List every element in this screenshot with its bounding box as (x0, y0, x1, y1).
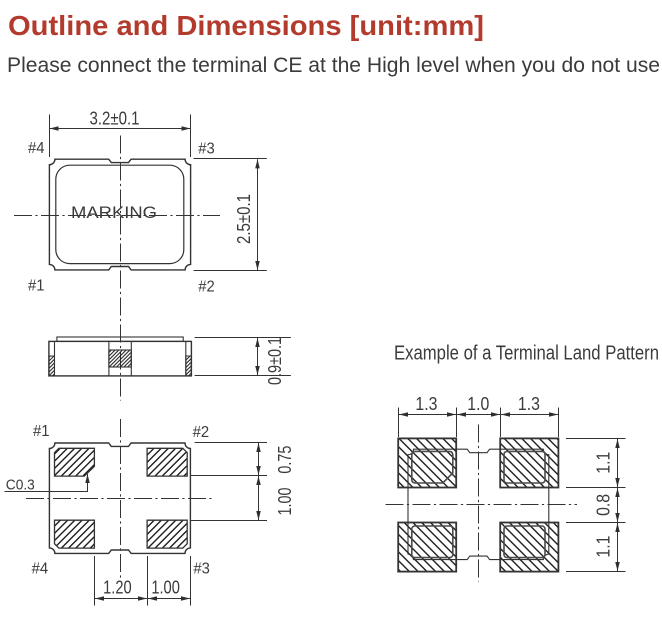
svg-text:Outline and Dimensions [unit:m: Outline and Dimensions [unit:mm] (8, 10, 484, 41)
svg-text:#3: #3 (198, 140, 215, 157)
svg-text:#4: #4 (28, 140, 45, 157)
svg-text:#3: #3 (193, 561, 210, 578)
svg-text:MARKING: MARKING (71, 204, 157, 222)
svg-text:1.00: 1.00 (151, 577, 180, 597)
svg-text:Example of a Terminal Land Pat: Example of a Terminal Land Pattern (394, 343, 659, 365)
svg-text:1.3: 1.3 (415, 394, 437, 414)
svg-text:3.2±0.1: 3.2±0.1 (90, 108, 140, 128)
svg-text:#4: #4 (32, 561, 49, 578)
svg-text:0.9±0.1: 0.9±0.1 (265, 337, 285, 385)
svg-text:C0.3: C0.3 (6, 476, 35, 493)
svg-text:#2: #2 (198, 278, 215, 295)
svg-text:1.3: 1.3 (518, 394, 540, 414)
svg-text:#2: #2 (193, 424, 210, 441)
svg-text:1.1: 1.1 (594, 452, 614, 474)
svg-text:0.75: 0.75 (275, 446, 295, 474)
svg-text:1.20: 1.20 (103, 577, 132, 597)
svg-text:1.0: 1.0 (467, 394, 489, 414)
svg-text:0.8: 0.8 (594, 494, 614, 516)
svg-text:1.1: 1.1 (594, 536, 614, 558)
svg-text:2.5±0.1: 2.5±0.1 (234, 194, 254, 244)
svg-text:#1: #1 (28, 277, 45, 294)
svg-text:1.00: 1.00 (275, 488, 295, 516)
svg-text:Please connect the terminal CE: Please connect the terminal CE at the Hi… (7, 53, 660, 77)
svg-text:#1: #1 (33, 423, 50, 440)
